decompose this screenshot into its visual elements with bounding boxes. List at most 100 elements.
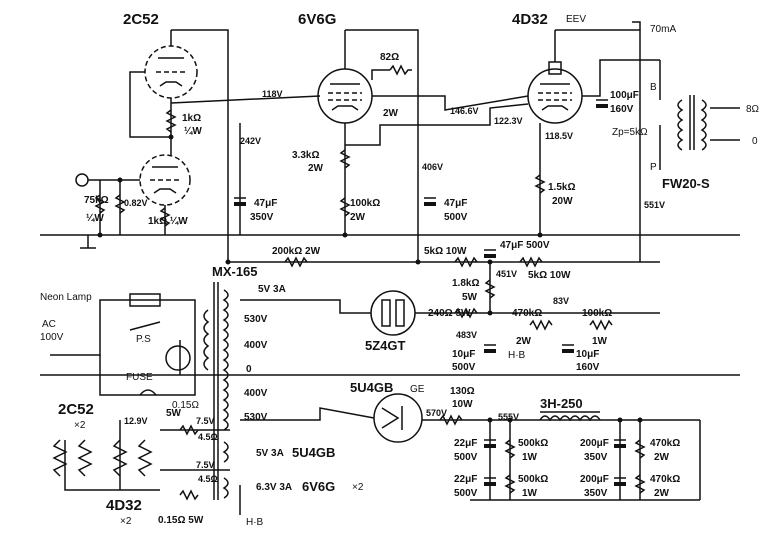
voltage-451: 451V xyxy=(496,269,517,279)
heater-2c52-mult: ×2 xyxy=(74,420,86,431)
r-470k-c-w: 2W xyxy=(654,488,670,499)
sec-530-b: 530V xyxy=(244,412,268,423)
r-130: 130Ω xyxy=(450,386,475,397)
voltage-83: 83V xyxy=(553,296,569,306)
r-100k-a-w: 2W xyxy=(350,212,366,223)
label-4d32: 4D32 xyxy=(512,11,548,28)
r-470k-a-w: 2W xyxy=(516,336,532,347)
voltage-555: 555V xyxy=(498,412,519,422)
c-47-b: 47μF xyxy=(444,198,467,209)
resistors xyxy=(52,64,646,501)
sec-5v-2: 5V 3A xyxy=(256,448,284,459)
r-1k-b: 1kΩ ¼W xyxy=(148,216,188,227)
label-output-transformer: FW20-S xyxy=(662,176,710,191)
r-470k-c: 470kΩ xyxy=(650,474,680,485)
label-eev: EEV xyxy=(566,14,586,25)
voltage-570: 570V xyxy=(426,408,447,418)
transformer-labels: 5V 3A 530V 400V 0 400V 530V 5V 3A 5U4GB … xyxy=(244,284,364,494)
label-ge: GE xyxy=(410,384,425,395)
label-ac-voltage: 100V xyxy=(40,332,64,343)
label-b: B xyxy=(650,82,657,93)
voltage-7-5-b: 7.5V xyxy=(196,460,215,470)
tube-6v6g xyxy=(317,30,373,124)
sec-5v: 5V 3A xyxy=(258,284,286,295)
label-ac: AC xyxy=(42,319,56,330)
sec-400-a: 400V xyxy=(244,340,268,351)
label-current: 70mA xyxy=(650,24,676,35)
sec-530-a: 530V xyxy=(244,314,268,325)
label-out-0: 0 xyxy=(752,136,758,147)
label-hb-1: H·B xyxy=(508,350,526,361)
tube-2c52-upper xyxy=(144,30,198,99)
r-500k-b-w: 1W xyxy=(522,488,538,499)
label-5z4gt: 5Z4GT xyxy=(365,338,406,353)
c-22-a: 22μF xyxy=(454,438,477,449)
c-10-b-v: 160V xyxy=(576,362,600,373)
sec-6-3: 6.3V 3A xyxy=(256,482,292,493)
c-10-a-v: 500V xyxy=(452,362,476,373)
tube-4d32 xyxy=(527,30,583,124)
voltage-483: 483V xyxy=(456,330,477,340)
r-3-3k-w: 2W xyxy=(308,163,324,174)
voltage-118-5: 118.5V xyxy=(545,131,573,141)
r-4-5-b: 4.5Ω xyxy=(198,474,218,484)
r-130-w: 10W xyxy=(452,399,473,410)
component-labels: 1kΩ ¼W 75kΩ ¼W 1kΩ ¼W 82Ω 2W 3.3kΩ 2W 10… xyxy=(84,52,680,526)
voltage-118: 118V xyxy=(262,89,283,99)
sec-6-3-tube: 6V6G xyxy=(302,479,335,494)
label-fuse-value: 0.15Ω xyxy=(172,400,199,411)
r-500k-a: 500kΩ xyxy=(518,438,548,449)
sec-6-3-mult: ×2 xyxy=(352,482,364,493)
c-22-a-v: 500V xyxy=(454,452,478,463)
c-100: 100μF xyxy=(610,90,639,101)
junctions xyxy=(97,134,643,423)
heater-labels: 2C52 ×2 4D32 ×2 xyxy=(58,401,142,527)
tube-5z4gt xyxy=(370,290,416,336)
r-1k-a: 1kΩ xyxy=(182,113,201,124)
c-10-a: 10μF xyxy=(452,349,475,360)
r-4-5-a: 4.5Ω xyxy=(198,432,218,442)
r-82: 82Ω xyxy=(380,52,399,63)
voltage-551: 551V xyxy=(644,200,665,210)
heater-2c52: 2C52 xyxy=(58,401,94,418)
r-0-15: 0.15Ω 5W xyxy=(158,515,204,526)
tube-5u4gb xyxy=(373,393,423,443)
voltage-12-9: 12.9V xyxy=(124,416,148,426)
c-10-b: 10μF xyxy=(576,349,599,360)
label-neon-lamp: Neon Lamp xyxy=(40,292,92,303)
label-ps: P.S xyxy=(136,334,151,345)
r-100k-b: 100kΩ xyxy=(582,308,612,319)
voltage-7-5-a: 7.5V xyxy=(196,416,215,426)
r-240: 240Ω 5W xyxy=(428,308,471,319)
label-hb-2: H·B xyxy=(246,517,264,528)
c-47-b-v: 500V xyxy=(444,212,468,223)
r-1k-a-w: ¼W xyxy=(184,126,202,137)
wiring xyxy=(40,21,740,515)
label-power-transformer: MX-165 xyxy=(212,264,258,279)
r-3-3k: 3.3kΩ xyxy=(292,150,319,161)
c-22-b: 22μF xyxy=(454,474,477,485)
r-470k-b: 470kΩ xyxy=(650,438,680,449)
label-zp: Zp=5kΩ xyxy=(612,127,648,138)
r-500k-b: 500kΩ xyxy=(518,474,548,485)
r-1-8k-w: 5W xyxy=(462,292,478,303)
heater-4d32-mult: ×2 xyxy=(120,516,132,527)
r-500k-a-w: 1W xyxy=(522,452,538,463)
r-470k-a: 470kΩ xyxy=(512,308,542,319)
heater-4d32: 4D32 xyxy=(106,497,142,514)
misc-labels: 70mA Neon Lamp AC 100V P.S FUSE 0.15Ω MX… xyxy=(40,24,760,528)
r-5w: 5W xyxy=(166,408,182,419)
tube-labels: 2C52 6V6G 4D32 EEV 5Z4GT 5U4GB GE xyxy=(123,11,586,395)
c-47-c: 47μF 500V xyxy=(500,240,550,251)
label-5u4gb: 5U4GB xyxy=(350,380,393,395)
voltage-146: 146.6V xyxy=(450,106,479,116)
label-p: P xyxy=(650,162,657,173)
voltage-242: 242V xyxy=(240,136,261,146)
r-200k: 200kΩ 2W xyxy=(272,246,321,257)
c-200-a-v: 350V xyxy=(584,452,608,463)
capacitors xyxy=(234,99,626,486)
r-470k-b-w: 2W xyxy=(654,452,670,463)
r-1-5k-w: 20W xyxy=(552,196,573,207)
voltage-labels: 118V 242V 146.6V 122.3V 118.5V 406V 551V… xyxy=(124,89,665,470)
